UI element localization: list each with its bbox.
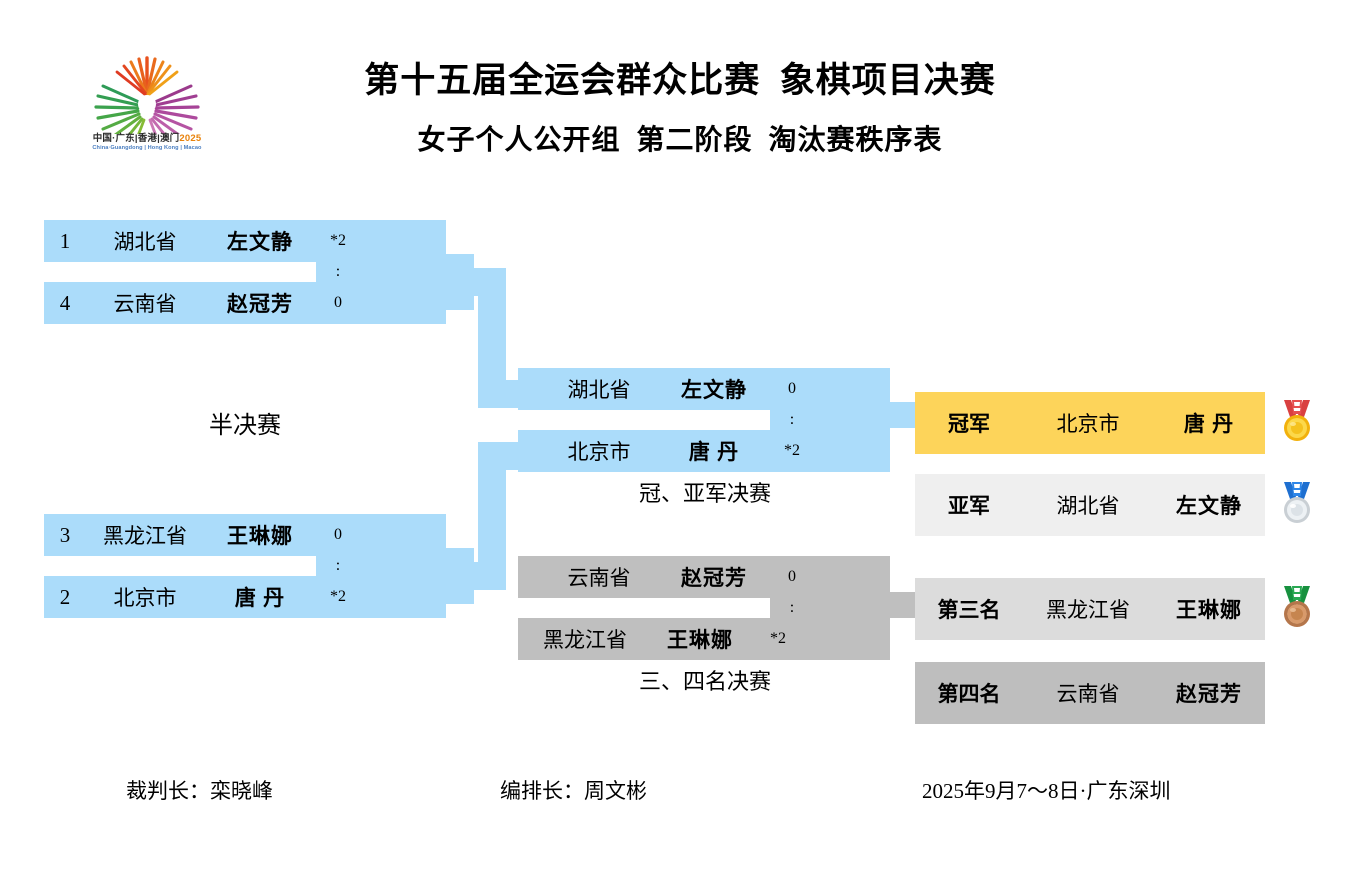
- team-name: 云南省: [567, 566, 631, 590]
- logo-year: 2025: [179, 133, 202, 144]
- emblem-burst-icon: [94, 56, 200, 134]
- team-name: 湖北省: [113, 230, 177, 254]
- result-rank: 第四名: [937, 682, 1001, 706]
- player-name: 王琳娜: [667, 628, 733, 652]
- page-title: 第十五届全运会群众比赛 象棋项目决赛: [364, 61, 996, 100]
- match-row-gap-bar: [518, 410, 890, 430]
- match-score: *2: [784, 442, 800, 459]
- caption-third-place: 三、四名决赛: [638, 669, 771, 694]
- result-player: 唐 丹: [1183, 412, 1235, 436]
- match-row-top: 云南省 赵冠芳 0: [518, 556, 890, 598]
- team-name: 黑龙江省: [103, 524, 187, 548]
- score-separator: :: [789, 411, 795, 428]
- result-row-third: 第三名 黑龙江省 王琳娜: [915, 578, 1265, 640]
- score-separator: :: [789, 599, 795, 616]
- page-subtitle: 女子个人公开组 第二阶段 淘汰赛秩序表: [417, 125, 943, 156]
- player-name: 王琳娜: [227, 524, 293, 548]
- match-score: *2: [330, 232, 346, 249]
- caption-final: 冠、亚军决赛: [638, 481, 771, 506]
- logo-text-cn: 中国·广东|香港|澳门2025: [92, 133, 202, 144]
- score-separator: :: [335, 557, 341, 574]
- result-player: 赵冠芳: [1176, 682, 1242, 706]
- match-row-bottom: 2 北京市 唐 丹 *2: [44, 576, 446, 618]
- seed-number: 2: [59, 584, 71, 609]
- result-rank: 第三名: [937, 598, 1001, 622]
- team-name: 云南省: [113, 292, 177, 316]
- team-name: 湖北省: [567, 378, 631, 402]
- result-team: 黑龙江省: [1046, 598, 1130, 622]
- match-row-bottom: 黑龙江省 王琳娜 *2: [518, 618, 890, 660]
- player-name: 唐 丹: [234, 586, 286, 610]
- footer-chief-organizer: 编排长：周文彬: [500, 779, 647, 803]
- player-name: 唐 丹: [688, 440, 740, 464]
- logo-text-en: China·Guangdong | Hong Kong | Macao: [92, 145, 202, 151]
- footer-date-venue: 2025年9月7～8日·广东深圳: [922, 779, 1171, 803]
- connector-third-out: [884, 592, 920, 618]
- match-score: 0: [788, 568, 796, 585]
- result-row-champion: 冠军 北京市 唐 丹: [915, 392, 1265, 454]
- connector-final-out: [884, 402, 920, 428]
- match-row-bottom: 4 云南省 赵冠芳 0: [44, 282, 446, 324]
- team-name: 北京市: [113, 586, 177, 610]
- stage-label-semifinal: 半决赛: [209, 413, 281, 439]
- match-score: 0: [788, 380, 796, 397]
- score-separator: :: [335, 263, 341, 280]
- result-player: 左文静: [1176, 494, 1242, 518]
- team-name: 北京市: [567, 440, 631, 464]
- seed-number: 3: [59, 522, 71, 547]
- match-row-gap-bar: [44, 262, 446, 282]
- seed-number: 1: [59, 228, 71, 253]
- match-row-gap-bar: [518, 598, 890, 618]
- team-name: 黑龙江省: [543, 628, 627, 652]
- third-place-match: 云南省 赵冠芳 0 : 黑龙江省 王琳娜 *2: [518, 556, 890, 660]
- match-score: *2: [330, 588, 346, 605]
- seed-number: 4: [59, 290, 71, 315]
- player-name: 左文静: [681, 378, 747, 402]
- result-team: 北京市: [1056, 412, 1120, 436]
- player-name: 左文静: [227, 230, 293, 254]
- result-team: 云南省: [1056, 682, 1120, 706]
- match-row-bottom: 北京市 唐 丹 *2: [518, 430, 890, 472]
- semifinal-match-2: 3 黑龙江省 王琳娜 0 : 2 北京市 唐 丹 *2: [44, 514, 446, 618]
- footer-chief-referee: 裁判长：栾晓峰: [126, 779, 273, 803]
- page-header: 中国·广东|香港|澳门2025 China·Guangdong | Hong K…: [0, 0, 1351, 180]
- silver-medal-icon: [1284, 482, 1310, 523]
- result-player: 王琳娜: [1176, 598, 1242, 622]
- match-score: *2: [770, 630, 786, 647]
- match-score: 0: [334, 526, 342, 543]
- games-emblem-logo: 中国·广东|香港|澳门2025 China·Guangdong | Hong K…: [88, 48, 206, 160]
- player-name: 赵冠芳: [681, 566, 747, 590]
- bronze-medal-icon: [1284, 586, 1310, 627]
- result-row-fourth: 第四名 云南省 赵冠芳: [915, 662, 1265, 724]
- match-row-top: 1 湖北省 左文静 *2: [44, 220, 446, 262]
- result-rank: 亚军: [948, 494, 990, 518]
- match-row-top: 湖北省 左文静 0: [518, 368, 890, 410]
- gold-medal-icon: [1284, 400, 1310, 441]
- result-rank: 冠军: [948, 412, 990, 436]
- match-score: 0: [334, 294, 342, 311]
- result-team: 湖北省: [1056, 494, 1120, 518]
- semifinal-match-1: 1 湖北省 左文静 *2 : 4 云南省 赵冠芳 0: [44, 220, 446, 324]
- match-row-top: 3 黑龙江省 王琳娜 0: [44, 514, 446, 556]
- result-row-runner-up: 亚军 湖北省 左文静: [915, 474, 1265, 536]
- match-row-gap-bar: [44, 556, 446, 576]
- player-name: 赵冠芳: [227, 292, 293, 316]
- final-match: 湖北省 左文静 0 : 北京市 唐 丹 *2: [518, 368, 890, 472]
